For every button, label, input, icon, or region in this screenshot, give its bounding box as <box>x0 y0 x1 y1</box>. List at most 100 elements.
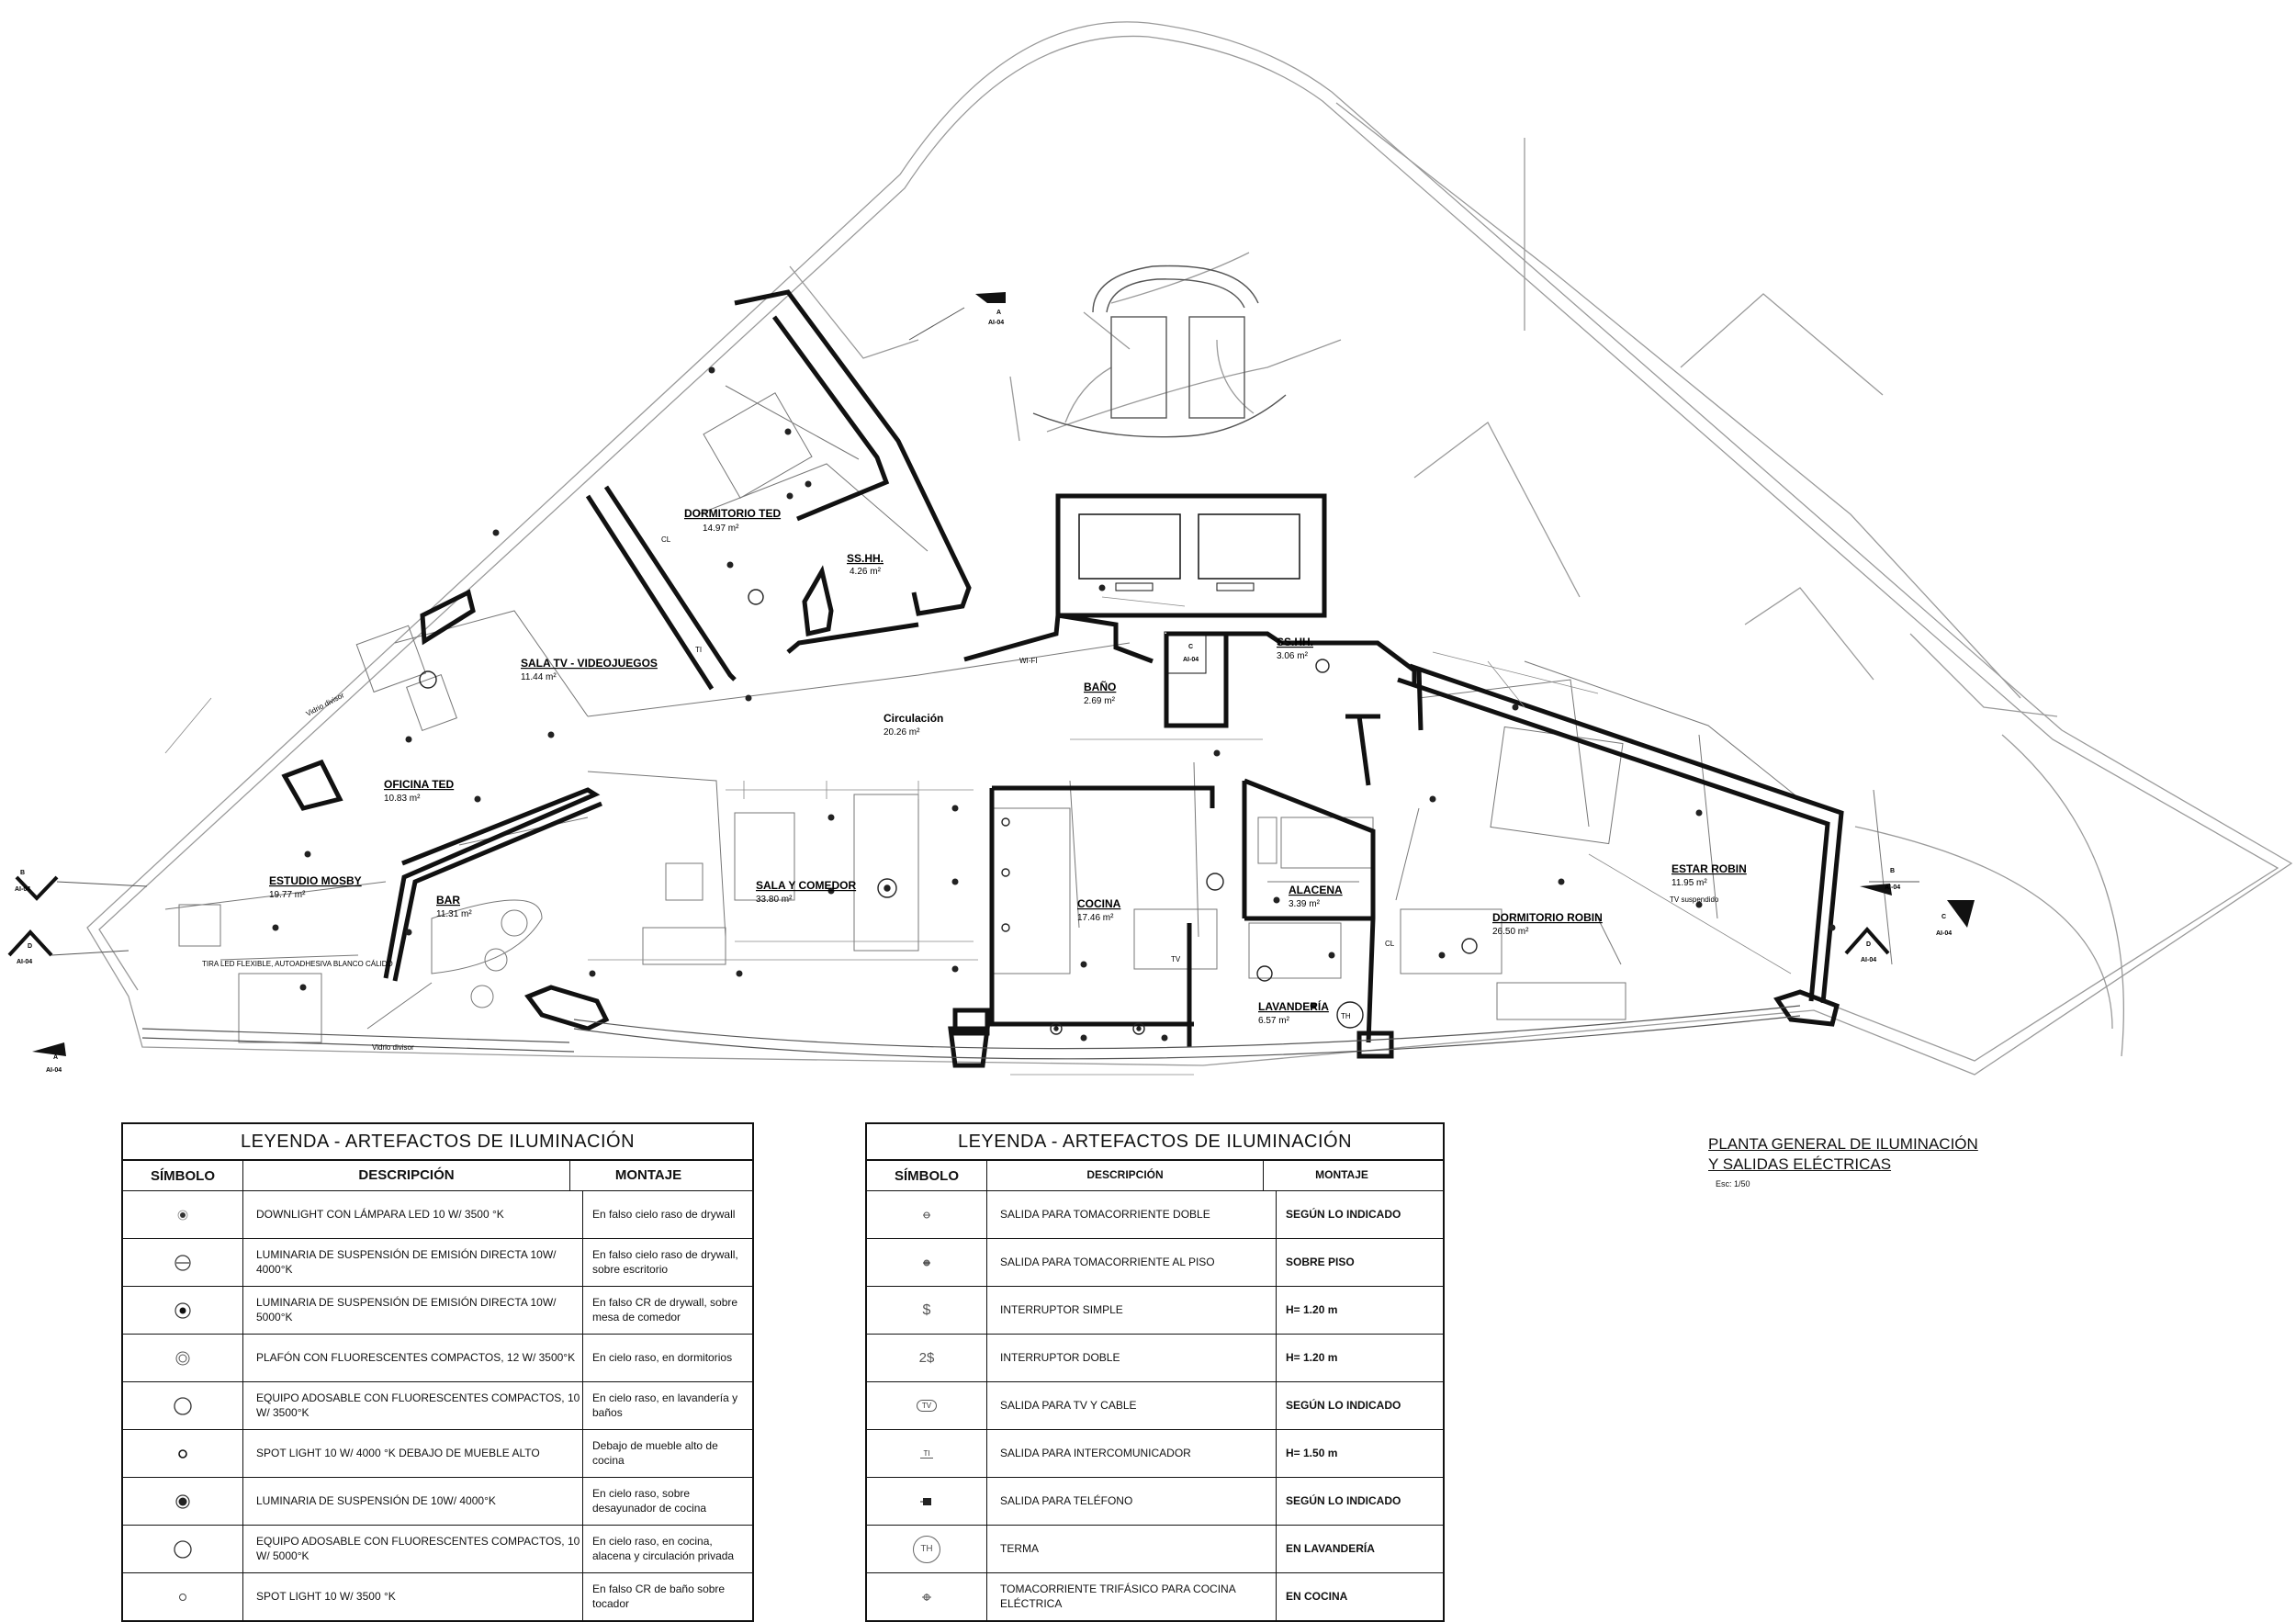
plafon-symbol-icon <box>175 1351 190 1365</box>
section-marker-d-right: D AI-04 <box>1844 926 1890 963</box>
room-name: DORMITORIO TED <box>684 507 781 520</box>
section-marker-c-center: C AI-04 <box>1164 631 1207 674</box>
service-shaft <box>1055 493 1327 618</box>
suspension-direct-5000-symbol-icon <box>174 1301 191 1319</box>
legend-row: PLAFÓN CON FLUORESCENTES COMPACTOS, 12 W… <box>123 1335 752 1382</box>
section-marker-label: B <box>1890 868 1895 874</box>
water-heater-tag: TH <box>1341 1012 1351 1020</box>
room-area: 3.06 m² <box>1277 651 1309 661</box>
wifi-tag: WI-FI <box>1019 657 1038 665</box>
sheet-title-line2: Y SALIDAS ELÉCTRICAS <box>1708 1155 1892 1173</box>
room-name: Circulación <box>884 712 943 725</box>
legend-col-mounting: MONTAJE <box>1315 1168 1368 1182</box>
closet-tag: CL <box>1385 940 1395 948</box>
legend-description: EQUIPO ADOSABLE CON FLUORESCENTES COMPAC… <box>243 1382 583 1429</box>
legend-mounting: En cielo raso, en dormitorios <box>592 1350 733 1364</box>
room-area: 11.44 m² <box>521 672 557 682</box>
tv-suspended-note: TV suspendido <box>1670 895 1719 904</box>
legend-electrical: LEYENDA - ARTEFACTOS DE ILUMINACIÓN SÍMB… <box>865 1122 1445 1622</box>
legend-description: SALIDA PARA INTERCOMUNICADOR <box>987 1430 1277 1477</box>
legend-lighting: LEYENDA - ARTEFACTOS DE ILUMINACIÓN SÍMB… <box>121 1122 754 1622</box>
room-area: 11.95 m² <box>1671 878 1707 888</box>
section-marker-label: B <box>20 870 25 876</box>
glass-divider-note: Vidrio divisor <box>372 1043 414 1052</box>
legend-mounting: SEGÚN LO INDICADO <box>1286 1207 1401 1221</box>
legend-row: EQUIPO ADOSABLE CON FLUORESCENTES COMPAC… <box>123 1382 752 1430</box>
room-area: 20.26 m² <box>884 727 920 738</box>
legend-row: LUMINARIA DE SUSPENSIÓN DE EMISIÓN DIREC… <box>123 1239 752 1287</box>
room-area: 2.69 m² <box>1084 696 1116 706</box>
glass-divider-note: Vidrio divisor <box>305 691 346 718</box>
legend-description: DOWNLIGHT CON LÁMPARA LED 10 W/ 3500 °K <box>243 1191 583 1238</box>
floor-outlet-symbol-icon <box>923 1259 930 1266</box>
legend-mounting: EN LAVANDERÍA <box>1286 1541 1375 1555</box>
legend-mounting: H= 1.20 m <box>1286 1302 1338 1316</box>
legend-row: LUMINARIA DE SUSPENSIÓN DE EMISIÓN DIREC… <box>123 1287 752 1335</box>
phone-symbol-icon <box>920 1497 931 1505</box>
legend-mounting: En cielo raso, en cocina, alacena y circ… <box>592 1534 735 1562</box>
legend-description: LUMINARIA DE SUSPENSIÓN DE EMISIÓN DIREC… <box>243 1239 583 1286</box>
room-name: ESTAR ROBIN <box>1671 862 1747 875</box>
legend-description: SPOT LIGHT 10 W/ 4000 °K DEBAJO DE MUEBL… <box>243 1430 583 1477</box>
legend-description: INTERRUPTOR SIMPLE <box>987 1287 1277 1334</box>
room-name: ALACENA <box>1289 884 1343 896</box>
led-strip-note: TIRA LED FLEXIBLE, AUTOADHESIVA BLANCO C… <box>202 960 393 968</box>
legend-description: PLAFÓN CON FLUORESCENTES COMPACTOS, 12 W… <box>243 1335 583 1381</box>
legend-header: SÍMBOLO DESCRIPCIÓN MONTAJE <box>123 1161 752 1191</box>
legend-description: SALIDA PARA TELÉFONO <box>987 1478 1277 1525</box>
room-area: 3.39 m² <box>1289 899 1321 909</box>
section-marker-a-top: A AI-04 <box>908 292 1006 341</box>
room-name: SALA Y COMEDOR <box>756 879 856 892</box>
suspension-direct-4000-symbol-icon <box>174 1254 191 1271</box>
room-area: 11.31 m² <box>436 909 472 919</box>
legend-row: SPOT LIGHT 10 W/ 3500 °K En falso CR de … <box>123 1573 752 1620</box>
spot-3500-symbol-icon <box>179 1593 186 1601</box>
room-area: 33.80 m² <box>756 895 793 905</box>
legend-description: EQUIPO ADOSABLE CON FLUORESCENTES COMPAC… <box>243 1526 583 1572</box>
room-area: 17.46 m² <box>1077 913 1114 923</box>
intercom-tag: TI <box>695 646 702 654</box>
room-name: BAR <box>436 894 460 907</box>
downlight-symbol-icon <box>177 1210 188 1220</box>
legend-description: SALIDA PARA TOMACORRIENTE AL PISO <box>987 1239 1277 1286</box>
closet-tag: CL <box>661 535 671 544</box>
legend-row: SALIDA PARA TELÉFONO SEGÚN LO INDICADO <box>867 1478 1443 1526</box>
section-marker-label: A <box>996 310 1001 316</box>
legend-row: SALIDA PARA TOMACORRIENTE DOBLE SEGÚN LO… <box>867 1191 1443 1239</box>
section-marker-c-right: C AI-04 <box>1936 900 1975 937</box>
legend-mounting: SEGÚN LO INDICADO <box>1286 1398 1401 1412</box>
section-marker-sheet: AI-04 <box>15 886 30 893</box>
legend-row: TV SALIDA PARA TV Y CABLE SEGÚN LO INDIC… <box>867 1382 1443 1430</box>
legend-mounting: En falso cielo raso de drywall, sobre es… <box>592 1247 738 1276</box>
intercom-symbol-icon: TI <box>920 1449 933 1459</box>
room-area: 14.97 m² <box>703 524 739 534</box>
legend-mounting: En falso CR de drywall, sobre mesa de co… <box>592 1295 738 1324</box>
section-marker-label: C <box>1941 914 1946 920</box>
legend-mounting: En falso CR de baño sobre tocador <box>592 1582 726 1610</box>
legend-row: $ INTERRUPTOR SIMPLE H= 1.20 m <box>867 1287 1443 1335</box>
legend-mounting: En cielo raso, en lavandería y baños <box>592 1391 738 1419</box>
room-area: 10.83 m² <box>384 794 421 804</box>
legend-mounting: SOBRE PISO <box>1286 1255 1355 1268</box>
legend-description: LUMINARIA DE SUSPENSIÓN DE 10W/ 4000°K <box>243 1478 583 1525</box>
section-marker-sheet: AI-04 <box>17 959 32 965</box>
legend-mounting: EN COCINA <box>1286 1589 1348 1603</box>
legend-col-description: DESCRIPCIÓN <box>243 1161 570 1190</box>
legend-title: LEYENDA - ARTEFACTOS DE ILUMINACIÓN <box>867 1124 1443 1161</box>
floor-plan: A AI-04 A AI-04 B AI-04 B AI-04 C AI-04 … <box>7 21 2293 1076</box>
room-name: SS.HH. <box>1277 636 1313 648</box>
room-area: 26.50 m² <box>1492 927 1529 937</box>
surface-fluorescent-5000-symbol-icon <box>174 1539 192 1559</box>
legend-col-description: DESCRIPCIÓN <box>987 1161 1264 1190</box>
simple-switch-symbol-icon: $ <box>867 1287 987 1334</box>
legend-row: TI SALIDA PARA INTERCOMUNICADOR H= 1.50 … <box>867 1430 1443 1478</box>
room-labels: DORMITORIO TED 14.97 m² SS.HH. 4.26 m² S… <box>269 507 1747 1026</box>
section-marker-sheet: AI-04 <box>1861 957 1876 963</box>
light-fixtures <box>272 366 1836 1042</box>
section-marker-label: D <box>1866 941 1871 948</box>
room-name: COCINA <box>1077 897 1121 910</box>
legend-row: SALIDA PARA TOMACORRIENTE AL PISO SOBRE … <box>867 1239 1443 1287</box>
room-area: 4.26 m² <box>850 567 882 577</box>
tv-outlet-tag: TV <box>1171 955 1181 963</box>
section-marker-sheet: AI-04 <box>1885 884 1900 891</box>
